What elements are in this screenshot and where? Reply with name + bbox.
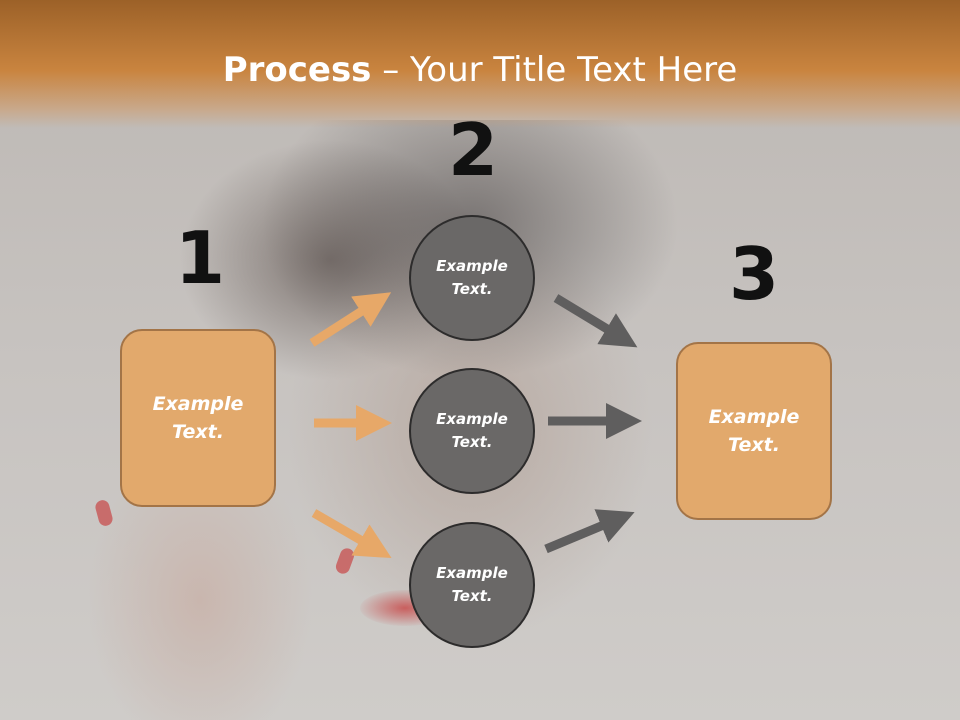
step-1-box[interactable]: Example Text. — [120, 329, 276, 507]
header-band — [0, 0, 960, 128]
arrow-2a-to-3 — [553, 294, 638, 348]
step-2-top-text: Example Text. — [436, 256, 508, 298]
step-3-text: Example Text. — [708, 405, 800, 457]
step-2-circle-bottom[interactable]: Example Text. — [409, 522, 535, 648]
slide-title: Process – Your Title Text Here — [0, 50, 960, 90]
step-2-bottom-text: Example Text. — [436, 563, 508, 605]
step-2-circle-middle[interactable]: Example Text. — [409, 368, 535, 494]
title-bold: Process — [222, 50, 372, 90]
arrow-1-to-2a — [309, 292, 392, 347]
arrow-2c-to-3 — [544, 509, 635, 554]
step-number-1: 1 — [174, 216, 226, 300]
step-2-circle-top[interactable]: Example Text. — [409, 215, 535, 341]
arrow-1-to-2c — [311, 509, 392, 559]
step-1-text: Example Text. — [152, 392, 244, 444]
step-3-box[interactable]: Example Text. — [676, 342, 832, 520]
title-rest: – Your Title Text Here — [371, 50, 738, 90]
step-number-2: 2 — [447, 108, 499, 192]
step-number-3: 3 — [728, 232, 780, 316]
step-2-middle-text: Example Text. — [436, 409, 508, 451]
